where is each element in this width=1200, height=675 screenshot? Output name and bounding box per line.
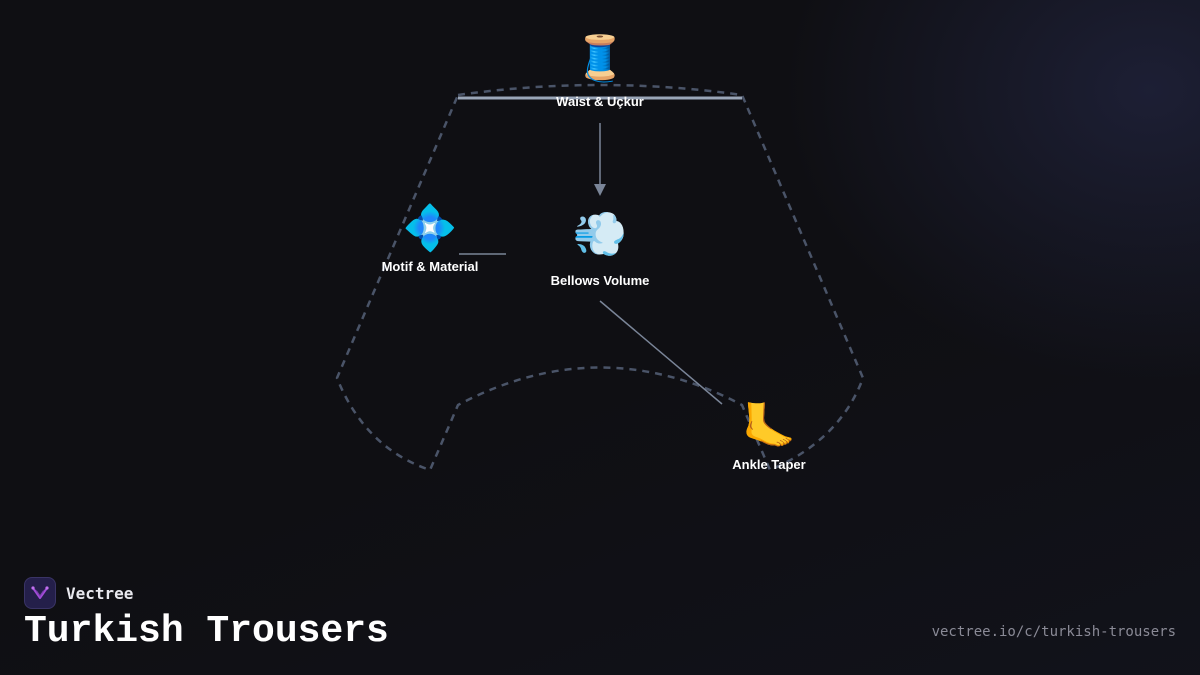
node-waist[interactable]: 🧵 Waist & Uçkur <box>556 33 644 110</box>
node-motif[interactable]: 💠 Motif & Material <box>381 203 479 275</box>
dash-wind-icon: 💨 <box>572 209 628 260</box>
edge-bellows-to-ankle <box>599 300 723 405</box>
brand-name: Vectree <box>66 583 134 603</box>
thread-spool-icon: 🧵 <box>572 33 628 84</box>
brand[interactable]: Vectree <box>24 577 133 609</box>
node-ankle[interactable]: 🦶 Ankle Taper <box>732 401 806 473</box>
page-url[interactable]: vectree.io/c/turkish-trousers <box>931 624 1176 640</box>
node-motif-label: Motif & Material <box>381 259 479 274</box>
diamond-flower-icon: 💠 <box>402 203 458 254</box>
node-bellows-label: Bellows Volume <box>550 273 650 288</box>
node-waist-label: Waist & Uçkur <box>556 94 644 109</box>
node-ankle-label: Ankle Taper <box>732 457 806 472</box>
page-title: Turkish Trousers <box>24 610 389 653</box>
vectree-logo-icon <box>24 577 56 609</box>
trouser-outline <box>335 83 865 472</box>
node-bellows[interactable]: 💨 Bellows Volume <box>550 209 650 289</box>
foot-icon: 🦶 <box>741 401 797 452</box>
